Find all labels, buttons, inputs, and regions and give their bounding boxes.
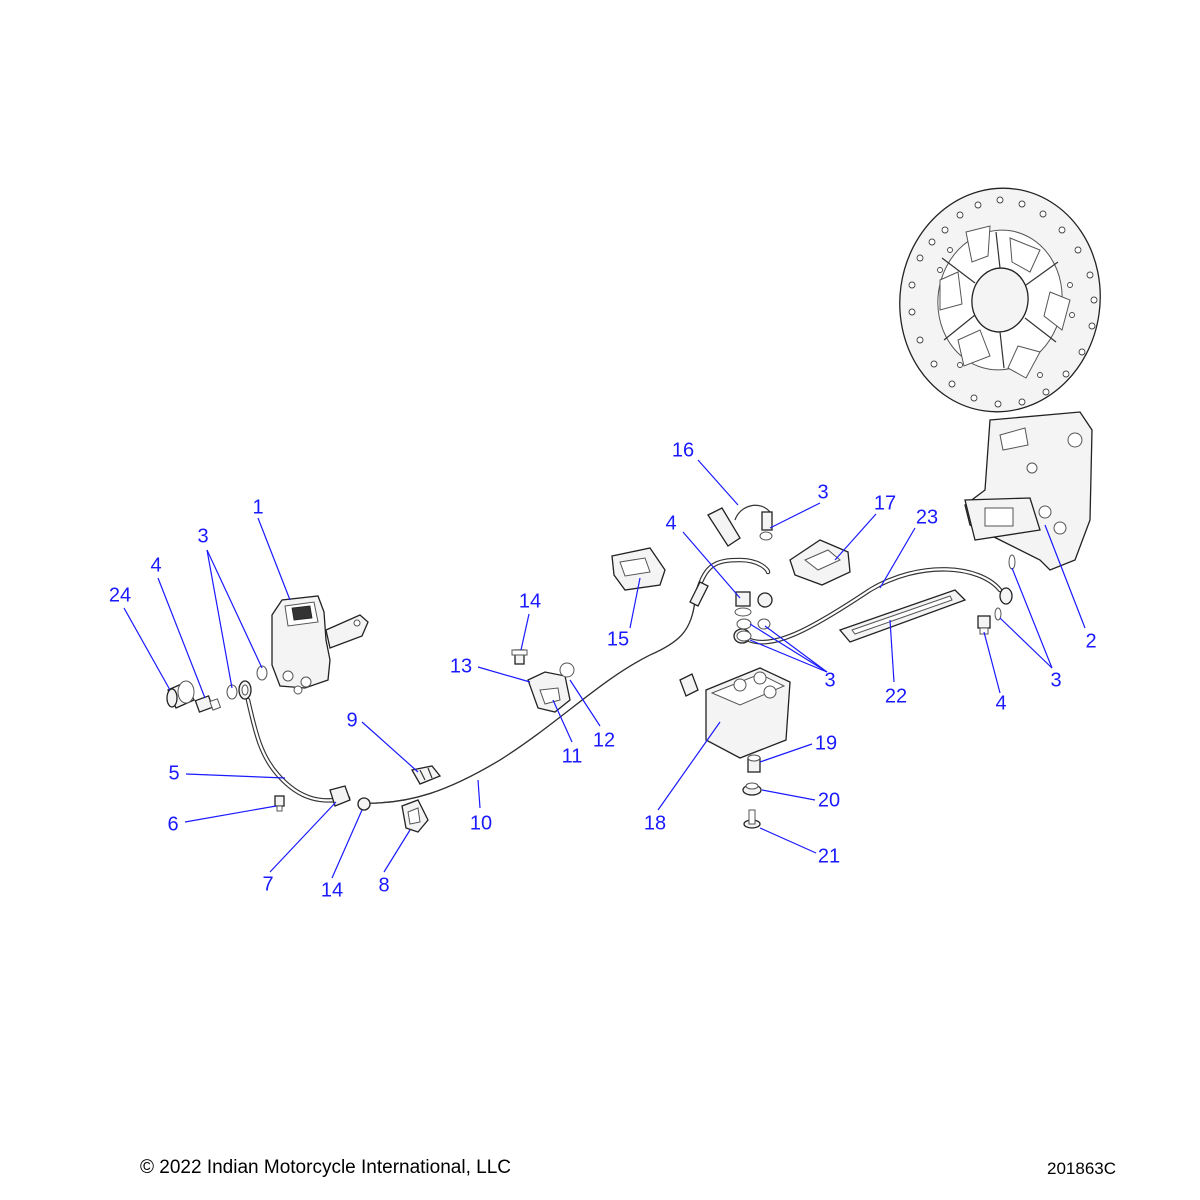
callout-17: 17 — [874, 492, 896, 514]
abs-module-18 — [679, 667, 791, 759]
callout-4: 4 — [665, 512, 676, 534]
bolt-21 — [743, 809, 761, 829]
callout-14: 14 — [321, 879, 343, 901]
brake-hose-5 — [238, 680, 351, 803]
callout-12: 12 — [593, 729, 615, 751]
bolt-6 — [274, 795, 285, 812]
callout-16: 16 — [672, 439, 694, 461]
bracket-17 — [789, 539, 851, 586]
cover-22 — [838, 589, 967, 643]
callout-19: 19 — [815, 732, 837, 754]
callout-3: 3 — [817, 481, 828, 503]
grommet-19 — [747, 754, 761, 773]
callouts: 1 2 3 3 3 3 4 4 4 5 6 7 8 9 10 11 12 13 … — [109, 439, 1097, 901]
leader-lines — [123, 459, 1086, 879]
reservoir-cap-24 — [166, 680, 195, 709]
crush-washers-3-right — [994, 554, 1016, 621]
brake-hose-upper — [689, 557, 771, 607]
callout-9: 9 — [346, 709, 357, 731]
clamp-7 — [329, 785, 351, 807]
callout-4: 4 — [995, 692, 1006, 714]
callout-11: 11 — [562, 745, 583, 767]
callout-5: 5 — [168, 762, 179, 784]
brake-caliper — [964, 411, 1093, 571]
callout-22: 22 — [885, 685, 907, 707]
bolt-14-lower — [357, 797, 371, 811]
drawing-number: 201863C — [1047, 1159, 1117, 1178]
pressure-switch-16 — [707, 504, 773, 547]
master-cylinder — [271, 595, 369, 695]
banjo-bolt-4-mid — [734, 591, 773, 617]
callout-8: 8 — [378, 874, 389, 896]
copyright-notice: © 2022 Indian Motorcycle International, … — [140, 1157, 511, 1178]
bolt-14-upper — [511, 649, 528, 665]
callout-3: 3 — [197, 525, 208, 547]
callout-13: 13 — [450, 655, 472, 677]
callout-6: 6 — [167, 813, 178, 835]
clip-9 — [410, 765, 442, 785]
callout-24: 24 — [109, 584, 131, 606]
grommet-20 — [742, 782, 762, 796]
callout-21: 21 — [818, 845, 840, 867]
banjo-bolt-4-right — [977, 615, 991, 635]
brake-line-10 — [359, 589, 699, 804]
callout-3: 3 — [1050, 669, 1061, 691]
clip-8 — [401, 799, 429, 833]
callout-3: 3 — [824, 669, 835, 691]
callout-1: 1 — [252, 496, 263, 518]
crush-washer-3-left — [226, 665, 268, 700]
bracket-13-11-12 — [527, 662, 575, 713]
callout-20: 20 — [818, 789, 840, 811]
callout-14: 14 — [519, 590, 541, 612]
callout-7: 7 — [262, 873, 273, 895]
callout-15: 15 — [607, 628, 629, 650]
clip-15 — [611, 547, 666, 591]
callout-23: 23 — [916, 506, 938, 528]
callout-18: 18 — [644, 812, 666, 834]
banjo-bolt-4-left — [194, 695, 222, 713]
callout-4: 4 — [150, 554, 161, 576]
brake-disc — [899, 187, 1101, 413]
callout-2: 2 — [1085, 630, 1096, 652]
callout-10: 10 — [470, 812, 492, 834]
